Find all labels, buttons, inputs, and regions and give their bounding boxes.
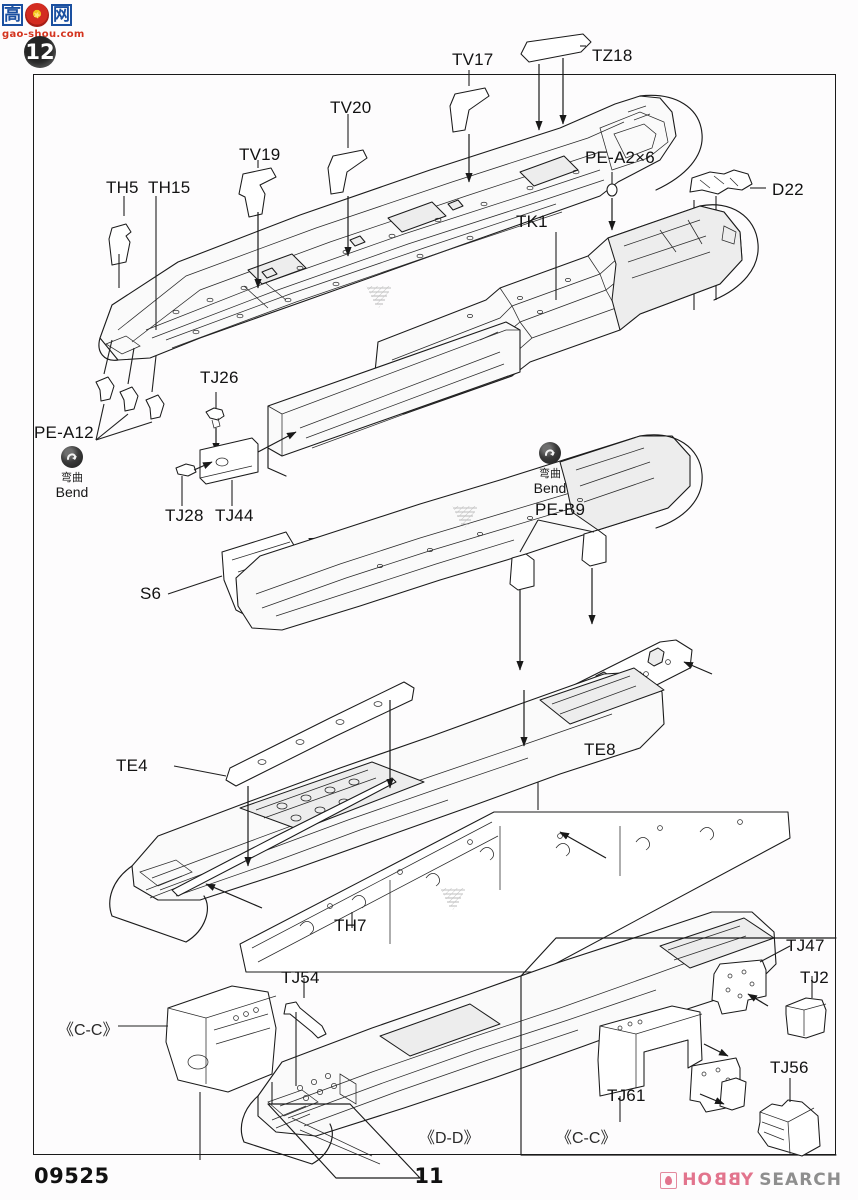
watermark-logo: 高 网 gao-shou.com <box>2 2 86 42</box>
label-pe-a2x6: PE-A2×6 <box>585 148 655 167</box>
label-tj56: TJ56 <box>770 1058 809 1077</box>
label-th5: TH5 <box>106 178 139 197</box>
hobby-search-logo: HOBBY SEARCH <box>660 1170 842 1190</box>
label-s6: S6 <box>140 584 162 603</box>
watermark-characters: 高 网 <box>2 2 86 28</box>
bend-arrow-icon <box>61 446 83 468</box>
bend-label-cn: 弯曲 <box>539 467 561 480</box>
label-pe-b9: PE-B9 <box>535 500 586 519</box>
label-tv20: TV20 <box>330 98 372 117</box>
page-footer: 09525 11 HOBBY SEARCH <box>0 1158 858 1200</box>
bend-label-en: Bend <box>533 480 567 496</box>
flame-icon <box>660 1171 678 1189</box>
label-tj54: TJ54 <box>281 968 320 987</box>
diagram-frame <box>33 74 836 1155</box>
kit-number: 09525 <box>34 1164 110 1188</box>
bend-marker-right: 弯曲 Bend <box>515 442 585 496</box>
label-th7: TH7 <box>334 916 367 935</box>
label-pe-a12: PE-A12 <box>34 423 94 442</box>
watermark-char-right: 网 <box>51 4 72 26</box>
bend-marker-left: 弯曲 Bend <box>37 446 107 500</box>
section-label-dd-bottom: 《D-D》 <box>419 1130 480 1147</box>
label-tj44: TJ44 <box>215 506 254 525</box>
seal-icon <box>25 3 49 27</box>
label-tj47: TJ47 <box>786 936 825 955</box>
bend-label-cn: 弯曲 <box>61 471 83 484</box>
label-tv17: TV17 <box>452 50 494 69</box>
section-label-cc-bottom: 《C-C》 <box>556 1130 617 1147</box>
label-tj26: TJ26 <box>200 368 239 387</box>
label-tj2: TJ2 <box>800 968 829 987</box>
label-tk1: TK1 <box>516 212 548 231</box>
brand-search: SEARCH <box>759 1170 842 1190</box>
label-d22: D22 <box>772 180 804 199</box>
step-number-badge: 12 <box>24 36 56 68</box>
label-tz18: TZ18 <box>592 46 633 65</box>
label-tj28: TJ28 <box>165 506 204 525</box>
label-tv19: TV19 <box>239 145 281 164</box>
watermark-char-left: 高 <box>2 4 23 26</box>
label-te4: TE4 <box>116 756 148 775</box>
label-tj61: TJ61 <box>607 1086 646 1105</box>
label-te8: TE8 <box>584 740 616 759</box>
section-label-cc-left: 《C-C》 <box>58 1022 119 1039</box>
bend-arrow-icon <box>539 442 561 464</box>
label-th15: TH15 <box>148 178 191 197</box>
brand-hobby: HOBBY <box>682 1170 755 1190</box>
bend-label-en: Bend <box>55 484 89 500</box>
watermark-url: gao-shou.com <box>2 29 85 40</box>
